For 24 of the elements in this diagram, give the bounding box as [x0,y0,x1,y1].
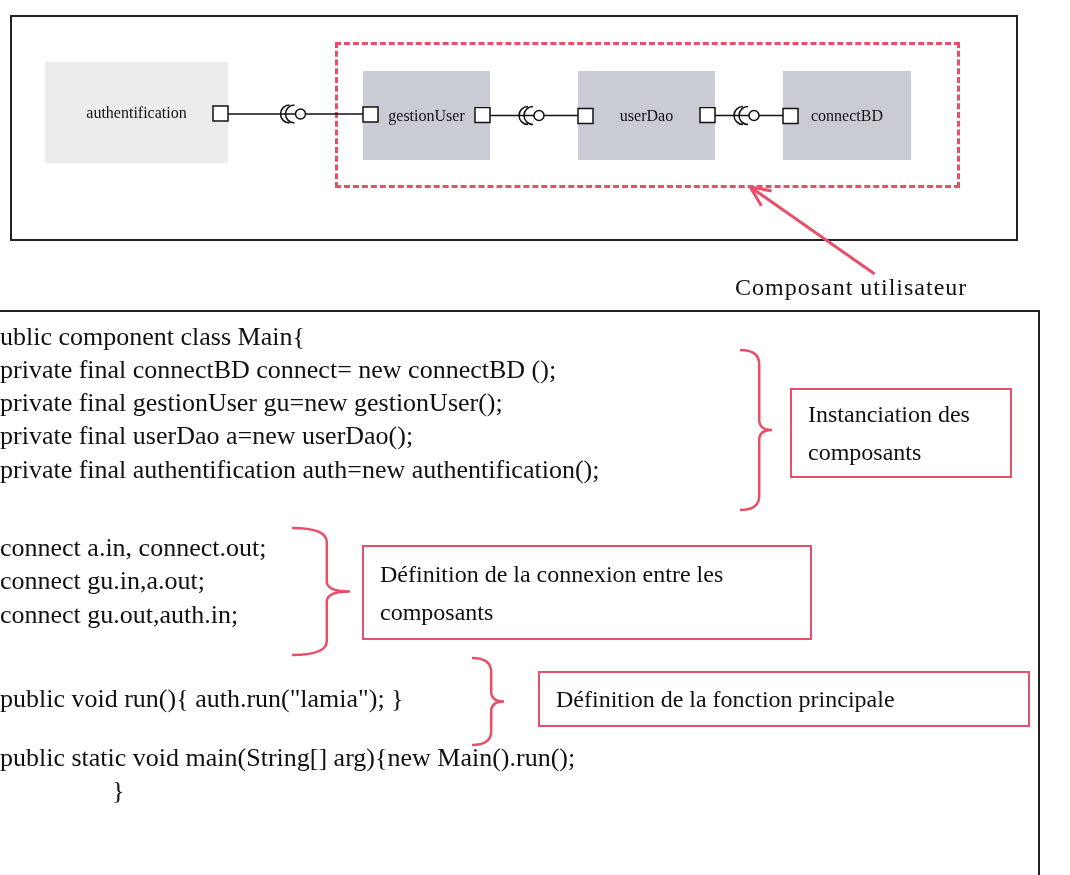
assembly-connector [699,105,799,126]
callout-box: Instanciation des composants [790,388,1012,478]
dashed-group-frame [335,42,960,188]
component-box: connectBD [783,71,911,160]
annotation-text: Composant utilisateur [735,274,1060,306]
component-box: authentification [45,62,228,163]
code-line: connect gu.in,a.out; [0,566,206,596]
code-line: private final userDao a=new userDao(); [0,421,414,451]
code-line: ublic component class Main{ [0,322,305,352]
assembly-connector [212,104,379,124]
callout-box: Définition de la connexion entre les composants [362,545,812,640]
code-line: connect gu.out,auth.in; [0,600,239,630]
code-line: private final authentification auth=new authentification(); [0,455,600,485]
code-line: private final gestionUser gu=new gestionUser(); [0,388,503,418]
arrow [748,185,876,276]
code-line: } [112,776,125,806]
callout-box: Définition de la fonction principale [538,671,1030,727]
code-line: public void run(){ auth.run("lamia"); } [0,684,404,714]
component-box: userDao [578,71,715,160]
component-box: gestionUser [363,71,490,160]
assembly-connector [474,105,594,126]
code-line: public static void main(String[] arg){new Main().run(); [0,743,576,773]
code-line: connect a.in, connect.out; [0,533,267,563]
code-line: private final connectBD connect= new connectBD (); [0,355,557,385]
